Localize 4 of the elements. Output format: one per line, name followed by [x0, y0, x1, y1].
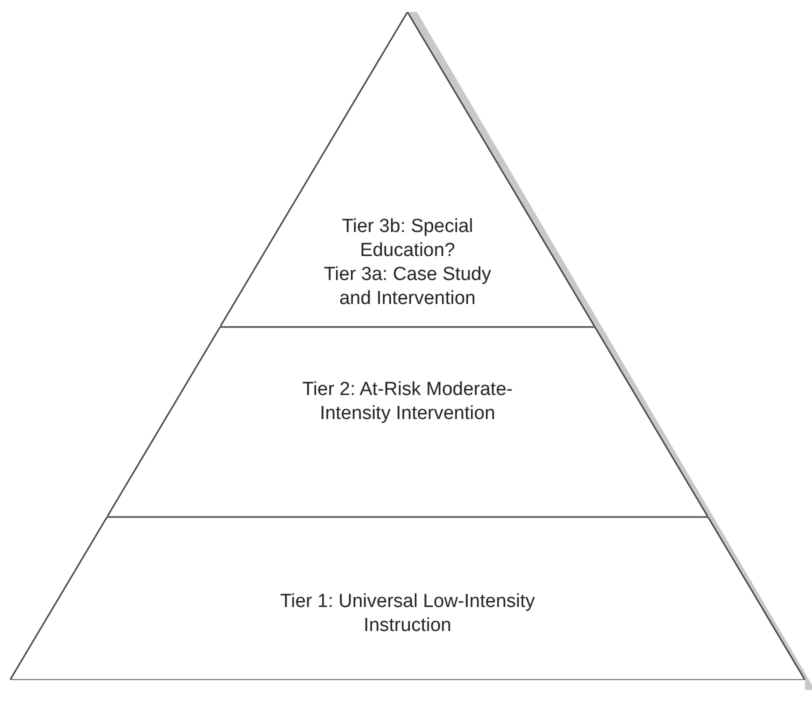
tier-label: Tier 3b: Special Education? [340, 215, 474, 263]
tier-label: Tier 3a: Case Study and Intervention [322, 263, 492, 311]
tier-label: Tier 1: Universal Low-Intensity Instruction [279, 590, 536, 638]
tier-label: Tier 2: At-Risk Moderate-Intensity Intervention [301, 378, 514, 426]
